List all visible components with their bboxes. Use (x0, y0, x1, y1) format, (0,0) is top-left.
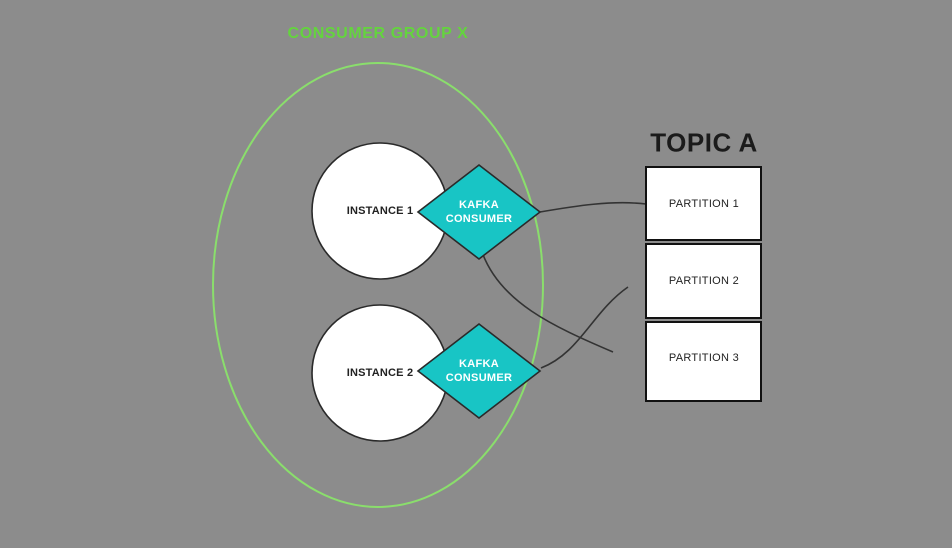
connector-consumer1-partition3 (481, 251, 614, 353)
consumer-group-ellipse (212, 62, 544, 508)
partition-1-label: PARTITION 1 (668, 198, 740, 210)
kafka-consumer-2-label-line2: CONSUMER (445, 372, 513, 384)
kafka-consumer-1-diamond (416, 163, 542, 261)
kafka-consumer-1-label-line1: KAFKA (458, 199, 499, 211)
instance-2-label: INSTANCE 2 (346, 367, 414, 379)
partition-2-box (645, 243, 762, 319)
kafka-consumer-2-label: KAFKA CONSUMER (446, 357, 513, 385)
connector-consumer1-partition1 (539, 201, 647, 213)
consumer-group-title: CONSUMER GROUP X (287, 25, 469, 42)
partition-3-box (645, 321, 762, 402)
partition-2-label: PARTITION 2 (668, 275, 740, 287)
instance-1-label: INSTANCE 1 (346, 205, 414, 217)
kafka-consumer-1-label: KAFKA CONSUMER (446, 198, 513, 226)
kafka-consumer-2-label-line1: KAFKA (458, 358, 499, 370)
partition-3-label: PARTITION 3 (668, 352, 740, 364)
kafka-consumer-1-label-line2: CONSUMER (445, 213, 513, 225)
topic-title: TOPIC A (650, 127, 758, 158)
partition-1-box (645, 166, 762, 241)
kafka-consumer-2-diamond (416, 322, 542, 420)
connector-consumer2-partition2 (540, 286, 629, 369)
